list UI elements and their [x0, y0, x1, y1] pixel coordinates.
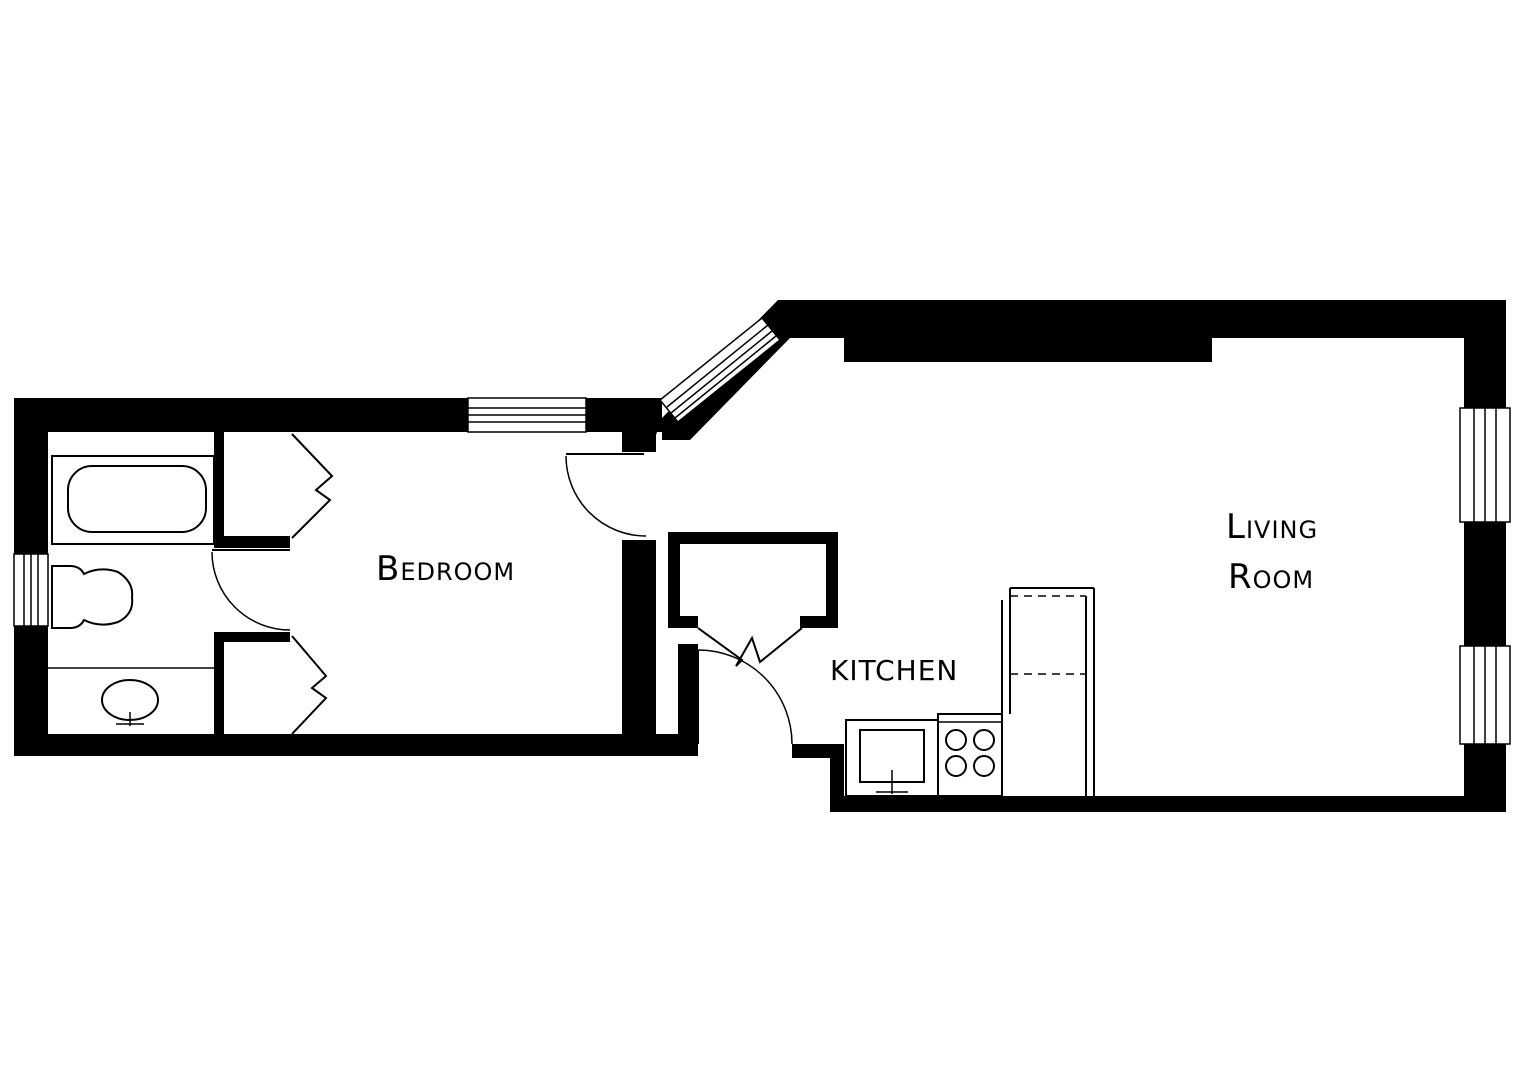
door-bedroom	[565, 453, 647, 537]
window-bedroom-top	[467, 397, 587, 433]
kitchen-sink-icon	[845, 719, 939, 797]
closet-door-upper	[291, 433, 334, 539]
walls	[14, 300, 1506, 812]
room-label-living-line1: Living	[1226, 507, 1318, 547]
closet-door-kitchen	[697, 627, 803, 667]
windows	[13, 316, 1511, 745]
window-diagonal	[658, 316, 782, 424]
room-label-kitchen: KITCHEN	[830, 654, 958, 687]
kitchen-fixtures	[845, 587, 1095, 797]
doors	[211, 433, 803, 745]
sink-icon	[101, 679, 159, 726]
toilet-icon	[51, 565, 134, 629]
door-entry	[697, 649, 793, 745]
closet-door-lower	[291, 635, 328, 735]
window-living-right-lower	[1459, 645, 1511, 745]
fridge-and-counter	[1001, 587, 1095, 796]
bathroom-fixtures	[48, 455, 215, 726]
window-living-right-upper	[1459, 407, 1511, 523]
bathtub-icon	[51, 455, 215, 545]
stove-icon	[937, 713, 1003, 797]
window-bathroom-left	[13, 553, 49, 627]
door-bathroom	[211, 549, 291, 631]
room-label-living-line2: Room	[1228, 557, 1314, 597]
room-label-bedroom: Bedroom	[376, 549, 515, 589]
